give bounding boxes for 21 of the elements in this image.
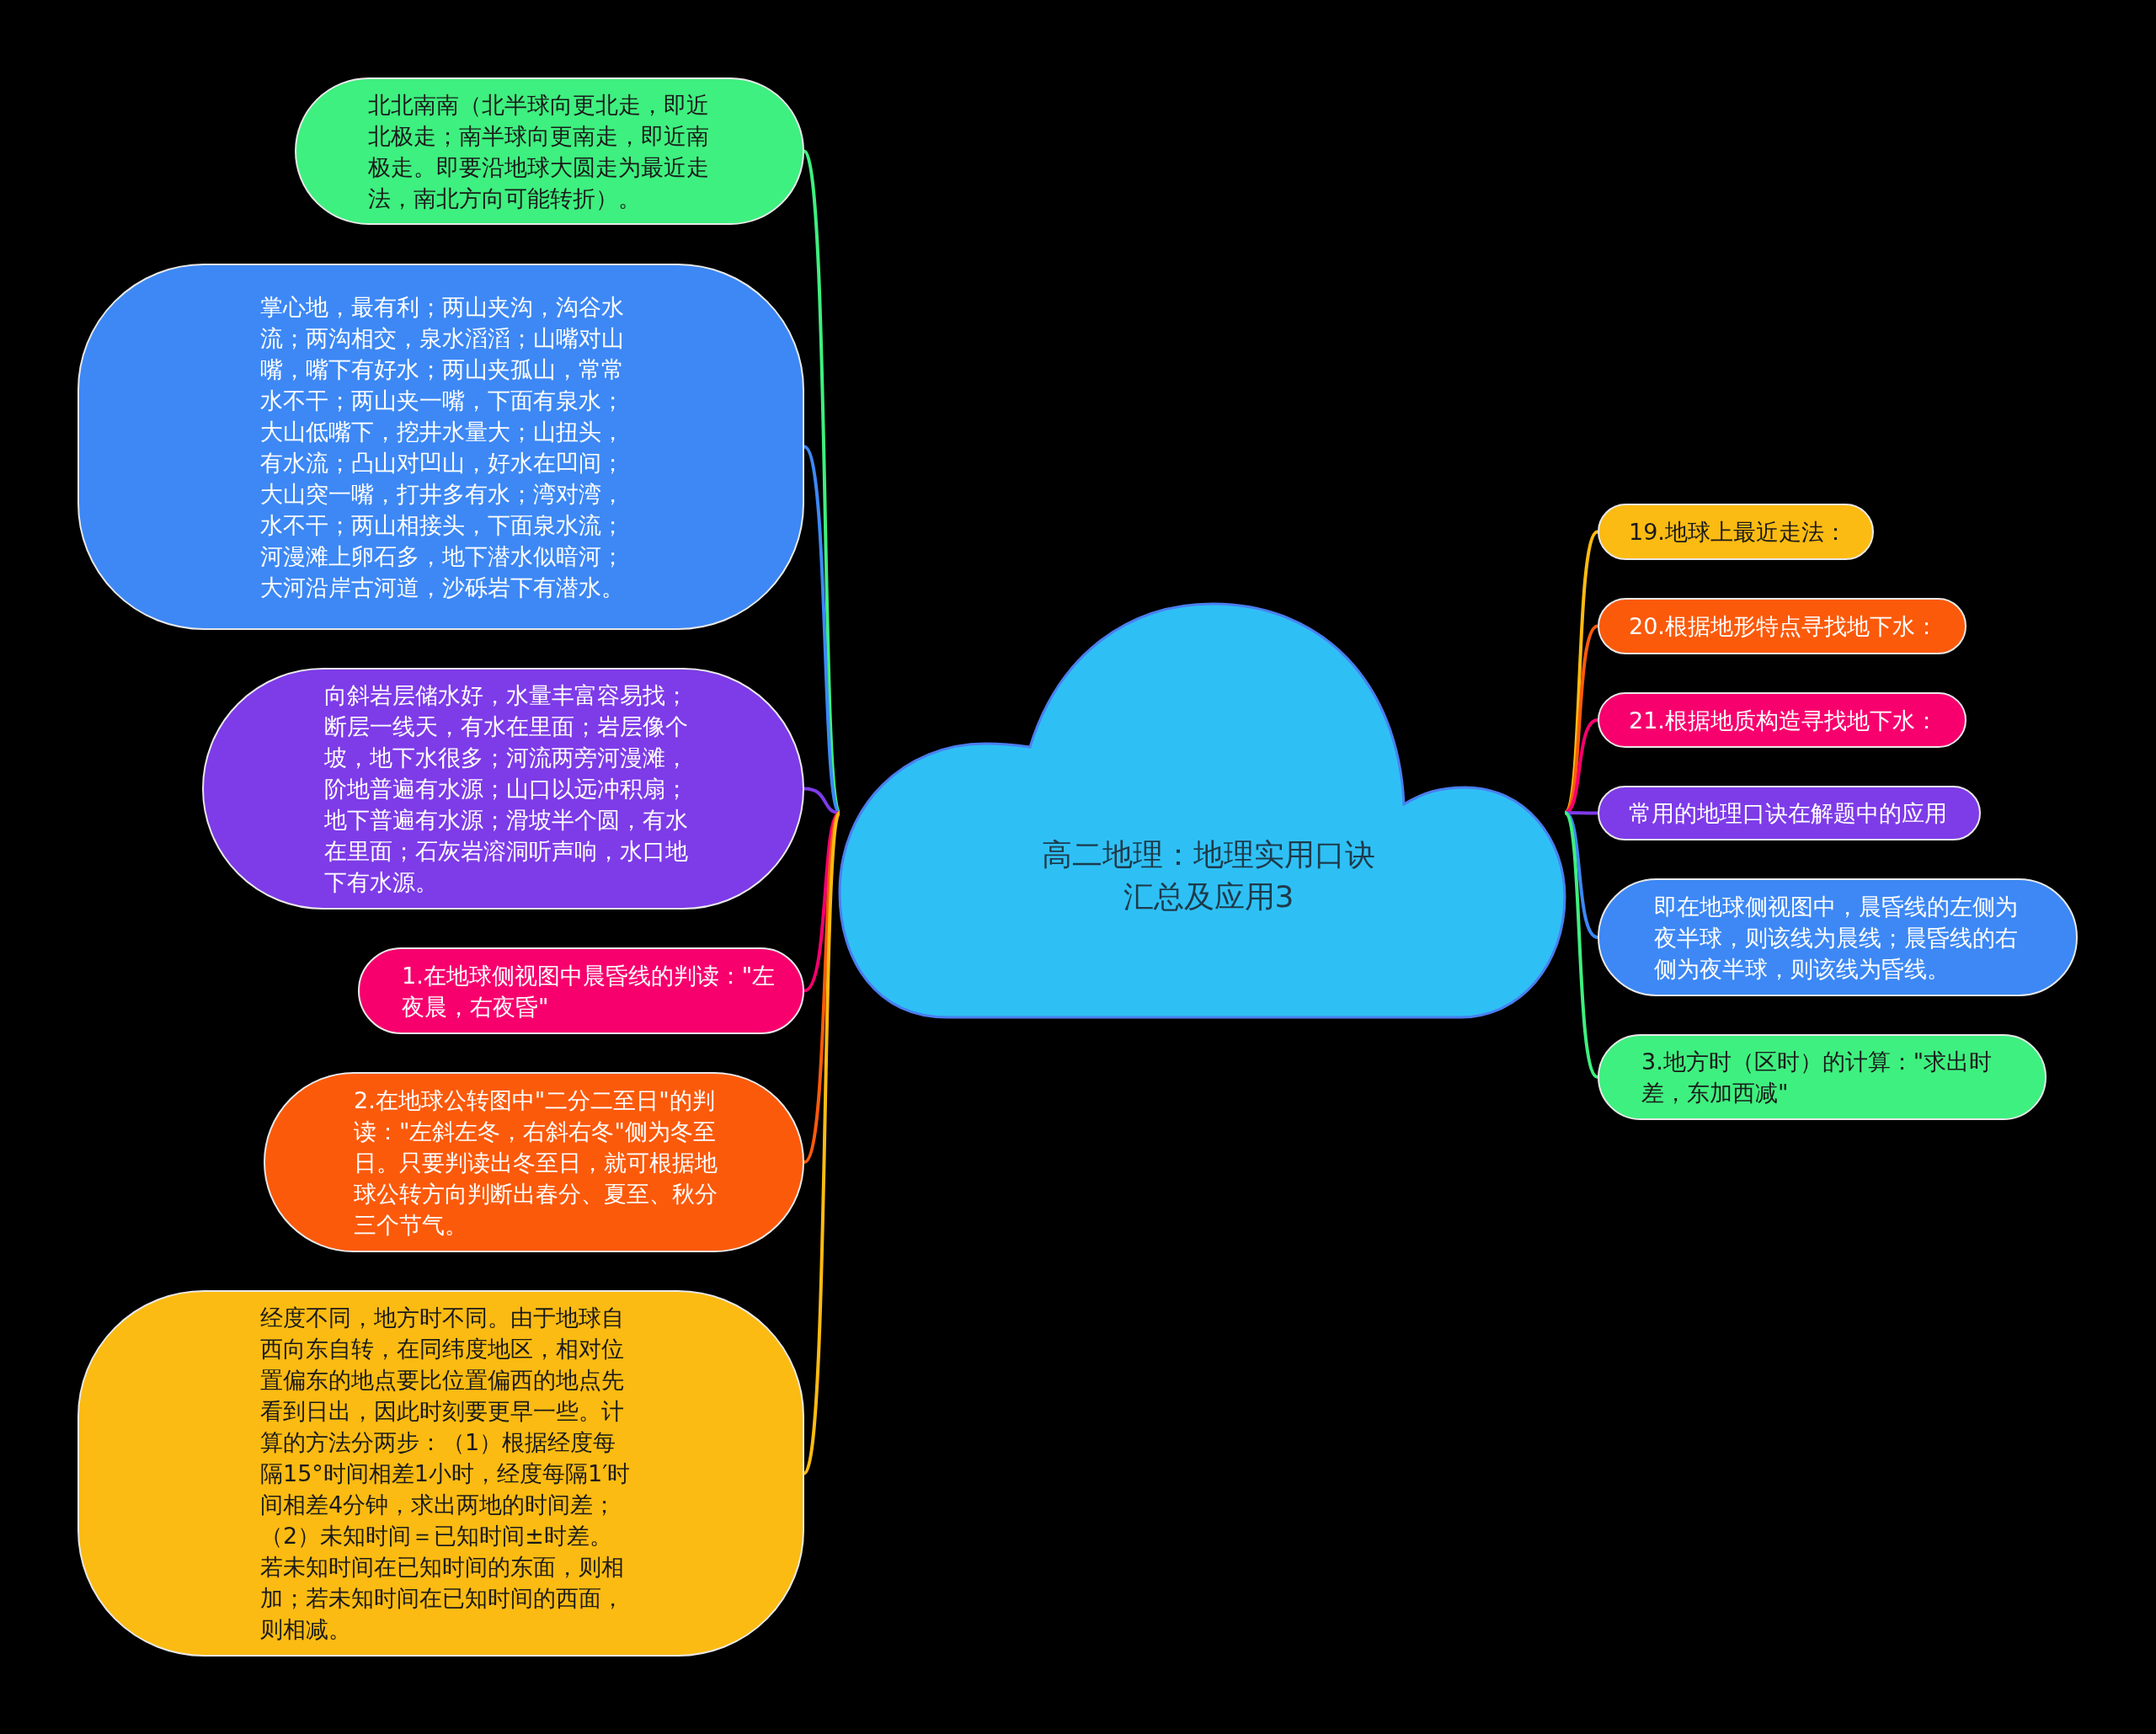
connector-line <box>803 812 841 1475</box>
connector-line <box>803 787 841 814</box>
topic-text: 1.在地球侧视图中晨昏线的判读："左夜晨，右夜昏" <box>402 961 776 1022</box>
topic-text: 常用的地理口诀在解题中的应用 <box>1629 799 1948 828</box>
topic-text: 20.根据地形特点寻找地下水： <box>1629 612 1939 641</box>
connector-line <box>803 446 841 814</box>
topic-text: 3.地方时（区时）的计算："求出时差，东加西减" <box>1641 1048 1993 1107</box>
connector-line <box>1565 811 1598 815</box>
connector-line <box>803 811 841 1164</box>
topic-text: 21.根据地质构造寻找地下水： <box>1629 706 1939 735</box>
topic-text: 北北南南（北半球向更北走，即近北极走；南半球向更南走，即近南极走。即要沿地球大圆走为最近走法，南北方向可能转折）。 <box>368 90 710 213</box>
topic-text: 19.地球上最近走法： <box>1629 518 1848 547</box>
topic-text: 即在地球侧视图中，晨昏线的左侧为夜半球，则该线为晨线；晨昏线的右侧为夜半球，则该线为昏线。 <box>1654 892 2019 984</box>
topic-text: 2.在地球公转图中"二分二至日"的判读："左斜左冬，右斜右冬"侧为冬至日。只要判读出冬至日，就可根据地球公转方向判断出春分、夏至、秋分三个节气。 <box>354 1086 718 1240</box>
central-topic-text: 高二地理：地理实用口诀汇总及应用3 <box>1041 836 1376 915</box>
connector-line <box>803 150 841 814</box>
topic-text: 向斜岩层储水好，水量丰富容易找；断层一线天，有水在里面；岩层像个坡，地下水很多；河流两旁河漫滩，阶地普遍有水源；山口以远冲积扇；地下普遍有水源；滑坡半个圆，有水在里面；石灰岩溶洞听声响，水口地下有水源。 <box>324 681 689 897</box>
topic-text: 掌心地，最有利；两山夹沟，沟谷水流；两沟相交，泉水滔滔；山嘴对山嘴，嘴下有好水；两山夹孤山，常常水不干；两山夹一嘴，下面有泉水；大山低嘴下，挖井水量大；山扭头，有水流；凸山对凹山，好水在凹间；大山突一嘴，打井多有水；湾对湾，水不干；两山相接头，下面泉水流；河漫滩上卵石多，地下潜水似暗河；大河沿岸古河道，沙砾岩下有潜水。 <box>260 292 625 602</box>
topic-text: 经度不同，地方时不同。由于地球自西向东自转，在同纬度地区，相对位置偏东的地点要比位置偏西的地点先看到日出，因此时刻要更早一些。计算的方法分两步：（1）根据经度每隔15°时间相差1小时，经度每隔1′时间相差4分钟，求出两地的时间差；（2）未知时间＝已知时间±时差。若未知时间在已知时间的东面，则相加；若未知时间在已知时间的西面，则相减。 <box>260 1304 631 1644</box>
connector-line <box>1563 811 1599 1079</box>
connector-line <box>1563 811 1598 939</box>
